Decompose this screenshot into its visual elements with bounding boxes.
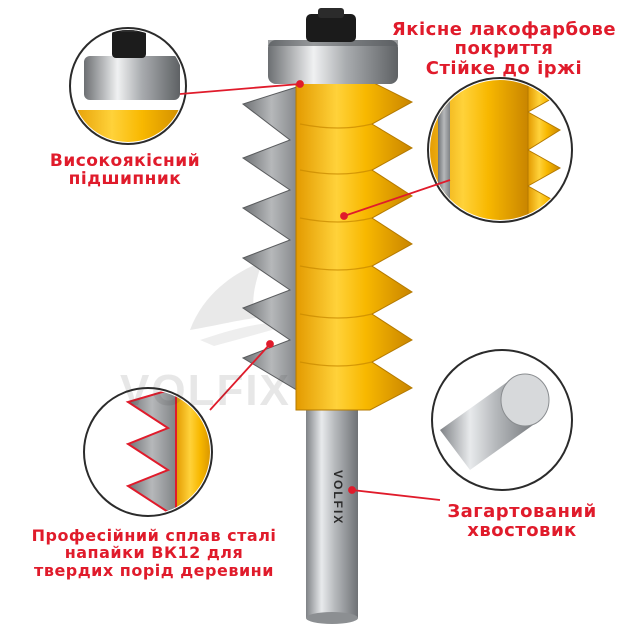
bearing-callout-line-2: підшипник bbox=[68, 169, 182, 190]
alloy-callout-line-2: напайки ВК12 для bbox=[64, 543, 244, 563]
bearing bbox=[268, 8, 398, 84]
bearing-callout-line-1: Високоякісний bbox=[49, 151, 201, 171]
shank-callout: Загартований хвостовик bbox=[424, 502, 620, 541]
shank-callout-line-2: хвостовик bbox=[467, 520, 577, 542]
shank-end-zoom-icon bbox=[431, 349, 573, 491]
coating-zoom-icon bbox=[427, 77, 573, 223]
shank-callout-line-1: Загартований bbox=[447, 501, 597, 522]
watermark-text: VOLFIX bbox=[120, 366, 291, 415]
bearing-callout: Високоякісний підшипник bbox=[30, 152, 220, 189]
callout-leader-lines bbox=[179, 80, 451, 501]
coating-callout-line-1: Якісне лакофарбове bbox=[391, 19, 617, 40]
carbide-teeth bbox=[241, 85, 301, 393]
alloy-callout: Професійний сплав сталі напайки ВК12 для… bbox=[4, 527, 304, 579]
alloy-callout-line-1: Професійний сплав сталі bbox=[31, 526, 277, 545]
coating-callout-line-3: Стійке до іржі bbox=[425, 57, 583, 79]
coating-callout-line-2: покриття bbox=[454, 38, 554, 60]
shank bbox=[306, 408, 358, 624]
bearing-zoom-icon bbox=[69, 27, 187, 145]
cutter-body bbox=[295, 81, 414, 411]
shank-engraving: VOLFIX bbox=[331, 470, 345, 525]
alloy-callout-line-3: твердих порід деревини bbox=[34, 560, 274, 580]
coating-callout: Якісне лакофарбове покриття Стійке до ір… bbox=[386, 19, 622, 79]
